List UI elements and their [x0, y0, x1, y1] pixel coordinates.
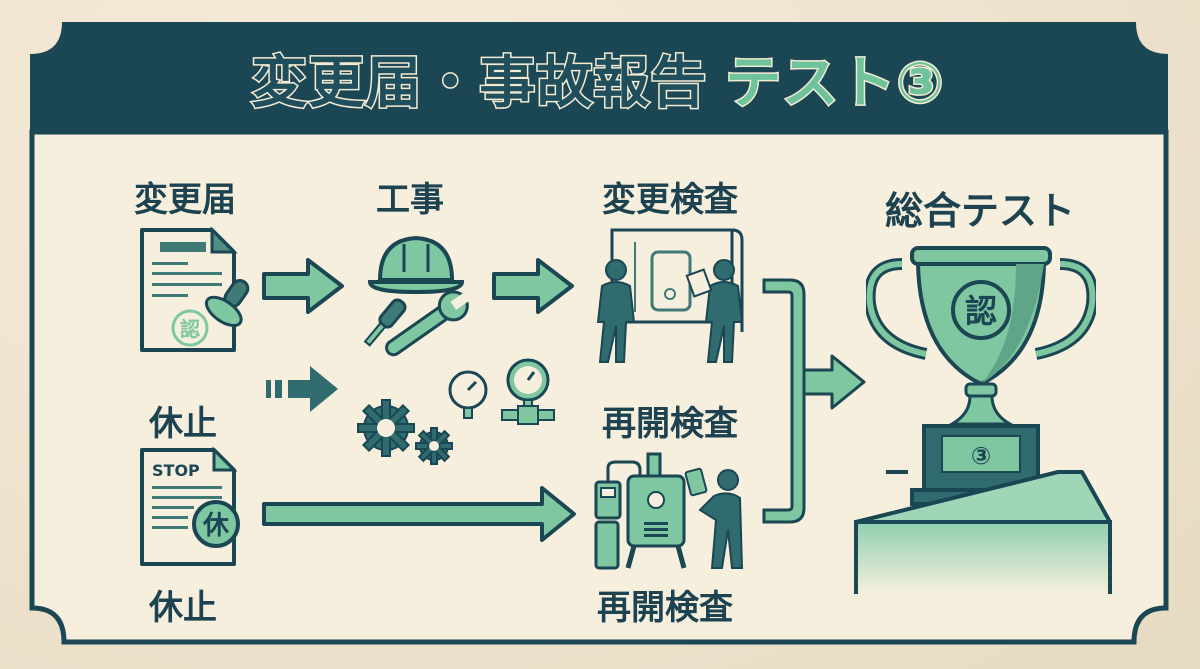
label-saikai-kensa-bottom: 再開検査 [597, 588, 733, 628]
plaque-number: ③ [971, 442, 991, 470]
label-kyushi-bottom: 休止 [149, 588, 217, 628]
pedestal-icon [852, 466, 1132, 602]
gears-gauges-icon [356, 358, 566, 472]
stamp-text: 認 [180, 317, 200, 341]
label-kyushi-middle: 休止 [149, 404, 217, 444]
stop-document-icon: STOP 休 [138, 446, 248, 576]
label-saikai-kensa-middle: 再開検査 [602, 404, 738, 444]
arrow-to-saikai-kensa [262, 486, 578, 546]
stop-text: STOP [152, 461, 200, 480]
label-henko-kensa: 変更検査 [602, 180, 738, 220]
arrow-to-koji [262, 258, 346, 318]
approval-document-icon: 認 [138, 226, 258, 358]
label-koji: 工事 [376, 180, 444, 220]
title-banner: 変更届・事故報告テスト③ [26, 22, 1170, 134]
arrow-to-henko-kensa [492, 258, 576, 318]
hardhat-tools-icon [360, 228, 470, 362]
title-main: 変更届・事故報告 [250, 49, 708, 117]
dashed-arrow [266, 364, 346, 420]
kyu-badge-text: 休 [202, 511, 230, 541]
merge-arrow [762, 276, 872, 530]
boiler-inspection-icon [592, 450, 752, 578]
trophy-icon: 認 ③ [863, 244, 1099, 518]
title-accent: テスト③ [724, 49, 945, 117]
label-sogo-test: 総合テスト [884, 189, 1075, 233]
label-henkotodoke: 変更届 [134, 180, 236, 220]
page-title: 変更届・事故報告テスト③ [250, 38, 945, 119]
trophy-emblem: 認 [965, 292, 997, 330]
inspection-workers-icon [590, 222, 750, 372]
